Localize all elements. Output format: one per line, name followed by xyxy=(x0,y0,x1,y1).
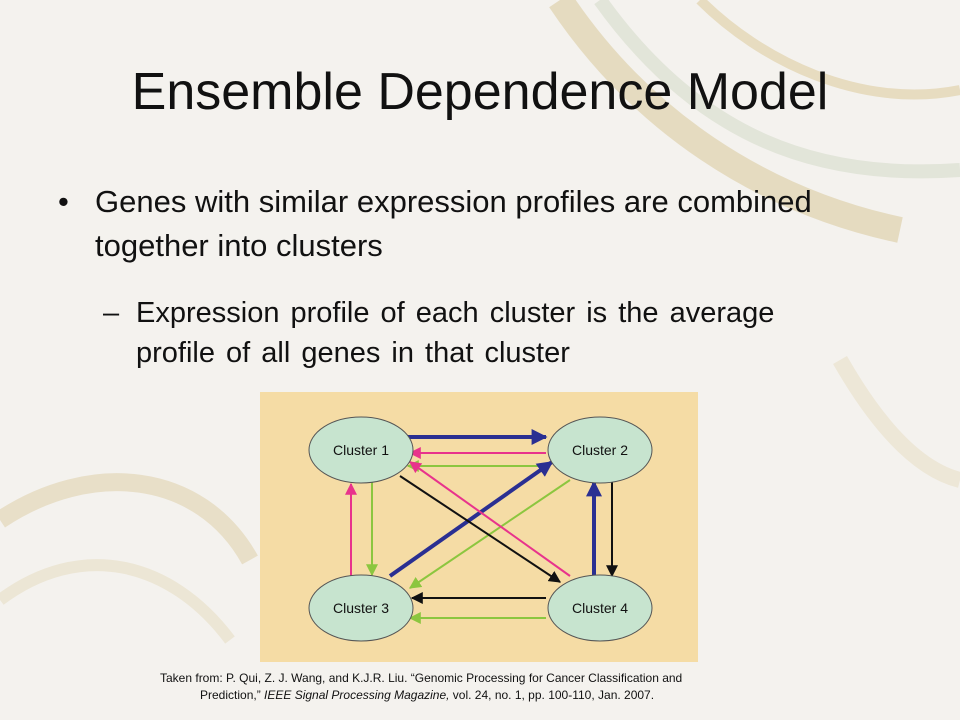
main-bullet: • Genes with similar expression profiles… xyxy=(58,180,898,268)
cluster-node-3-label: Cluster 3 xyxy=(333,600,389,616)
cluster-node-3: Cluster 3 xyxy=(308,574,414,642)
edge-c1-c4-black xyxy=(399,475,562,583)
citation-line-1: Taken from: P. Qui, Z. J. Wang, and K.J.… xyxy=(160,671,683,685)
cluster-node-2-label: Cluster 2 xyxy=(572,442,628,458)
page-title: Ensemble Dependence Model xyxy=(131,63,829,121)
cluster-node-4-label: Cluster 4 xyxy=(572,600,628,616)
citation-line-2: Prediction,” IEEE Signal Processing Maga… xyxy=(160,687,880,704)
cluster-diagram-svg: Cluster 1 Cluster 2 Cluster 3 Cluster 4 xyxy=(308,416,653,642)
edge-c2-c3-green xyxy=(409,479,571,589)
sub-bullet: – Expression profile of each cluster is … xyxy=(103,293,863,373)
citation-journal: IEEE Signal Processing Magazine, xyxy=(264,688,450,702)
cluster-diagram: Cluster 1 Cluster 2 Cluster 3 Cluster 4 xyxy=(260,392,698,662)
citation: Taken from: P. Qui, Z. J. Wang, and K.J.… xyxy=(160,670,880,704)
edge-c4-c1-pink xyxy=(409,461,571,577)
sub-bullet-symbol: – xyxy=(103,297,120,329)
bullet-symbol: • xyxy=(58,184,69,219)
sub-bullet-text: Expression profile of each cluster is th… xyxy=(136,297,775,369)
citation-line-2-suffix: vol. 24, no. 1, pp. 100-110, Jan. 2007. xyxy=(449,688,655,702)
cluster-node-1-label: Cluster 1 xyxy=(333,442,389,458)
citation-line-2-prefix: Prediction,” xyxy=(200,688,265,702)
cluster-node-1: Cluster 1 xyxy=(308,416,414,484)
main-bullet-text: Genes with similar expression profiles a… xyxy=(95,184,812,263)
edge-c3-c2-blue xyxy=(388,460,554,578)
cluster-node-2: Cluster 2 xyxy=(547,416,653,484)
cluster-node-4: Cluster 4 xyxy=(547,574,653,642)
